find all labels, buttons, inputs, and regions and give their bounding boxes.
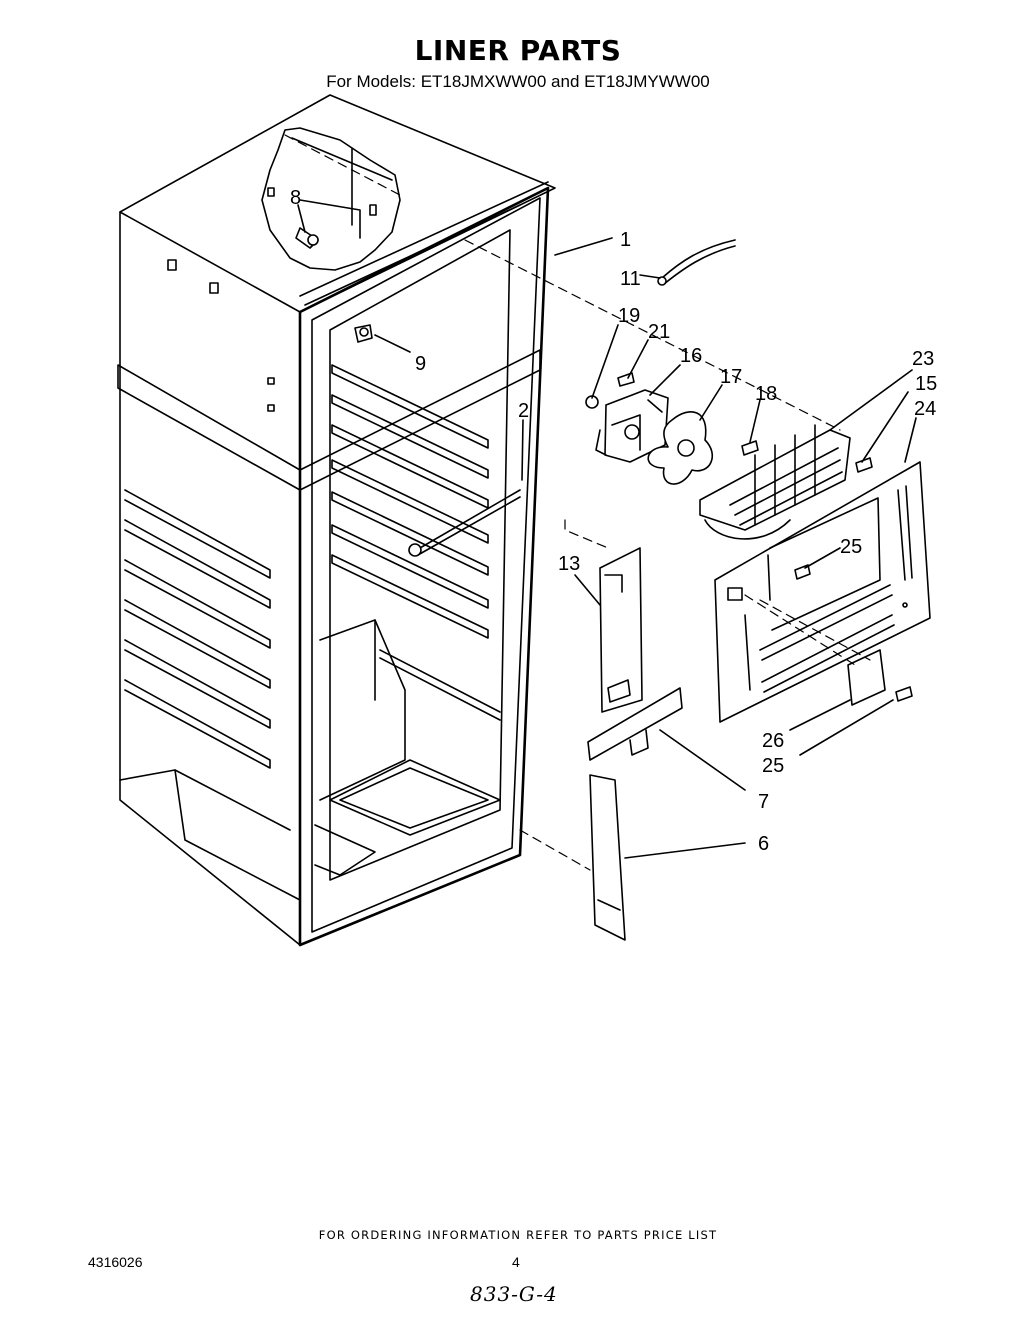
cabinet-liner [117, 94, 556, 947]
document-number: 4316026 [88, 1254, 143, 1270]
fan-assembly [585, 239, 931, 941]
callout-24: 24 [914, 398, 936, 420]
callout-18: 18 [755, 383, 777, 405]
page-number: 4 [512, 1254, 520, 1270]
handwritten-reference: 833-G-4 [470, 1282, 558, 1306]
model-subtitle: For Models: ET18JMXWW00 and ET18JMYWW00 [326, 72, 710, 91]
leader-lines [297, 204, 917, 859]
callout-25-lower: 25 [762, 755, 784, 777]
callout-2: 2 [518, 400, 529, 422]
callout-17: 17 [720, 366, 742, 388]
assembly-lines [284, 134, 871, 871]
callout-19: 19 [618, 305, 640, 327]
callout-11: 11 [620, 268, 641, 290]
callout-9: 9 [415, 353, 426, 375]
callout-21: 21 [648, 321, 670, 343]
callout-1: 1 [620, 229, 631, 251]
callout-7: 7 [758, 791, 769, 813]
page-title: LINER PARTS [414, 34, 622, 67]
callout-25-upper: 25 [840, 536, 862, 558]
callout-6: 6 [758, 833, 769, 855]
callout-16: 16 [680, 345, 702, 367]
callout-26: 26 [762, 730, 784, 752]
callout-13: 13 [558, 553, 580, 575]
callout-8: 8 [290, 187, 301, 209]
callout-23: 23 [912, 348, 934, 370]
callout-15: 15 [915, 373, 937, 395]
callout-labels: 1 2 6 7 8 9 11 13 15 16 17 18 19 21 23 2… [290, 187, 937, 855]
ordering-info-note: FOR ORDERING INFORMATION REFER TO PARTS … [318, 1228, 718, 1242]
